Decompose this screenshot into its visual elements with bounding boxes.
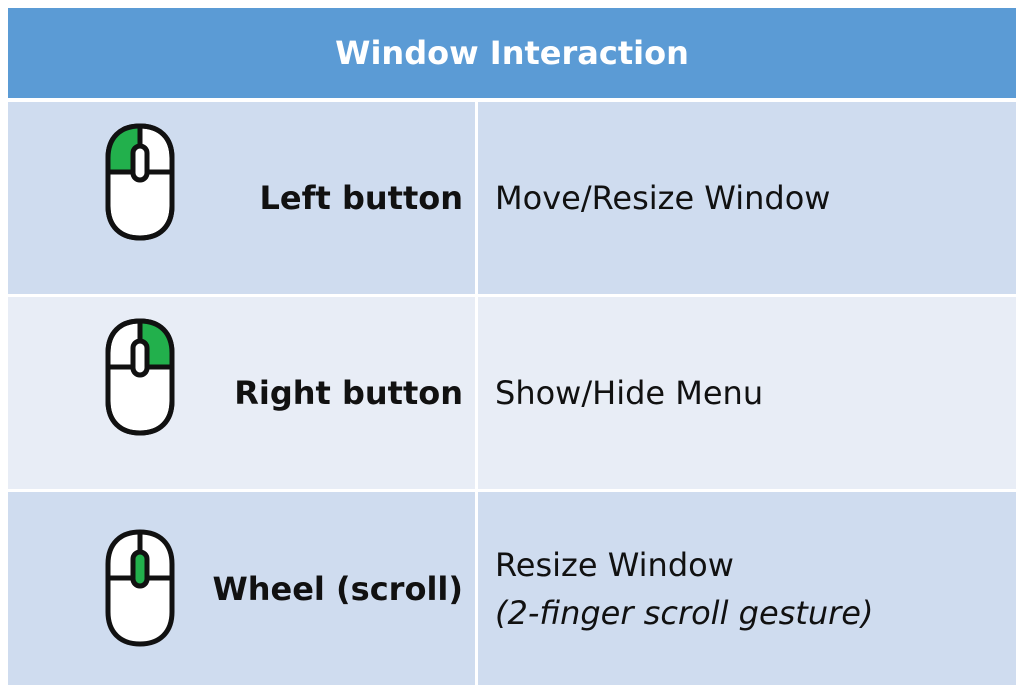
mouse-right-button-icon <box>105 318 175 436</box>
action-cell: Move/Resize Window <box>478 102 1016 294</box>
input-cell: Right button <box>8 297 478 489</box>
mouse-wheel-icon <box>105 529 175 647</box>
table-row-left-button: Left button Move/Resize Window <box>8 102 1016 297</box>
row-action: Move/Resize Window <box>495 179 831 217</box>
table-header: Window Interaction <box>8 8 1016 102</box>
row-label: Right button <box>234 374 463 412</box>
action-cell: Resize Window (2-finger scroll gesture) <box>478 492 1016 685</box>
table-row-right-button: Right button Show/Hide Menu <box>8 297 1016 492</box>
table-row-wheel: Wheel (scroll) Resize Window (2-finger s… <box>8 492 1016 685</box>
row-label: Left button <box>259 179 464 217</box>
window-interaction-table: Window Interaction Left button Move/Resi… <box>8 8 1016 685</box>
row-action: Resize Window <box>495 545 734 584</box>
input-cell: Wheel (scroll) <box>8 492 478 685</box>
row-note: (2-finger scroll gesture) <box>495 593 874 632</box>
action-cell: Show/Hide Menu <box>478 297 1016 489</box>
mouse-left-button-icon <box>105 123 175 241</box>
row-action: Show/Hide Menu <box>495 374 764 412</box>
table-title: Window Interaction <box>335 34 689 72</box>
input-cell: Left button <box>8 102 478 294</box>
row-label: Wheel (scroll) <box>212 569 463 608</box>
